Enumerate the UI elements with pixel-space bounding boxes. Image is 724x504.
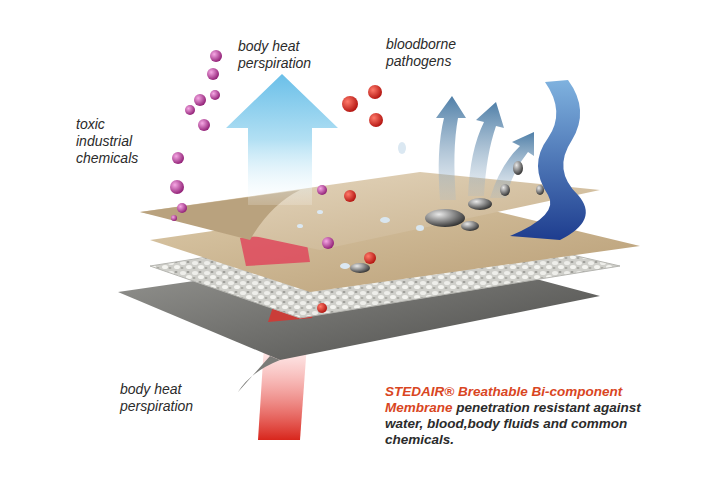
callout-label: bloodborne pathogens [386,36,476,70]
layer-curl [238,356,280,392]
pathogen-particles [317,85,383,313]
callout-label: toxic industrial chemicals [76,116,160,167]
chemical-particles [170,50,334,249]
outer-layer [140,172,600,250]
repel-arrows [436,96,534,200]
droplets [297,142,544,273]
callout-label: body heat perspiration [238,38,334,72]
membrane-note: STEDAIR® Breathable Bi-component Membran… [385,384,657,448]
liquid-stream [510,80,586,240]
callout-label: body heat perspiration [120,381,216,415]
vapor-arrow [226,74,338,205]
